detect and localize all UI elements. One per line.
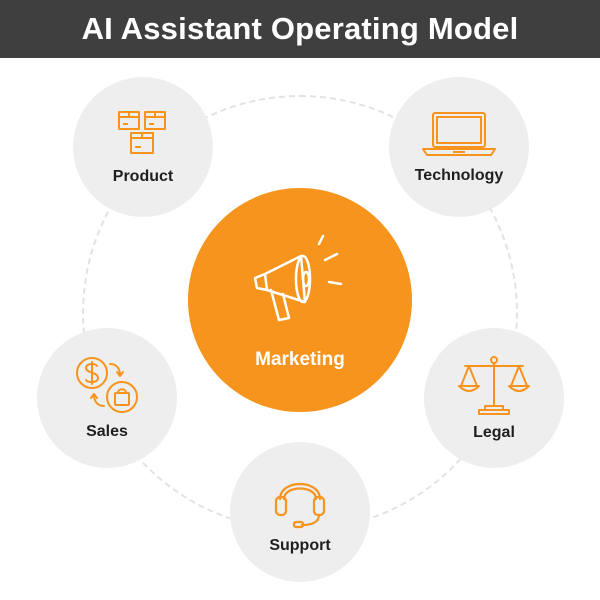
node-technology[interactable]: Technology — [389, 77, 529, 217]
node-label-legal: Legal — [473, 424, 515, 441]
node-support[interactable]: Support — [230, 442, 370, 582]
laptop-icon — [419, 109, 499, 159]
page-title: AI Assistant Operating Model — [81, 11, 519, 46]
boxes-icon — [115, 108, 171, 160]
center-label: Marketing — [255, 348, 345, 370]
node-product[interactable]: Product — [73, 77, 213, 217]
node-legal[interactable]: Legal — [424, 328, 564, 468]
node-label-support: Support — [269, 537, 331, 554]
node-sales[interactable]: Sales — [37, 328, 177, 468]
node-label-technology: Technology — [414, 167, 504, 184]
dollar-exchange-icon — [72, 355, 142, 415]
title-bar: AI Assistant Operating Model — [0, 0, 600, 58]
node-label-product: Product — [112, 168, 174, 185]
headset-icon — [272, 469, 328, 529]
node-label-sales: Sales — [86, 423, 128, 440]
scales-icon — [457, 354, 531, 416]
megaphone-icon — [245, 230, 355, 335]
center-node-marketing[interactable]: Marketing — [188, 188, 412, 412]
